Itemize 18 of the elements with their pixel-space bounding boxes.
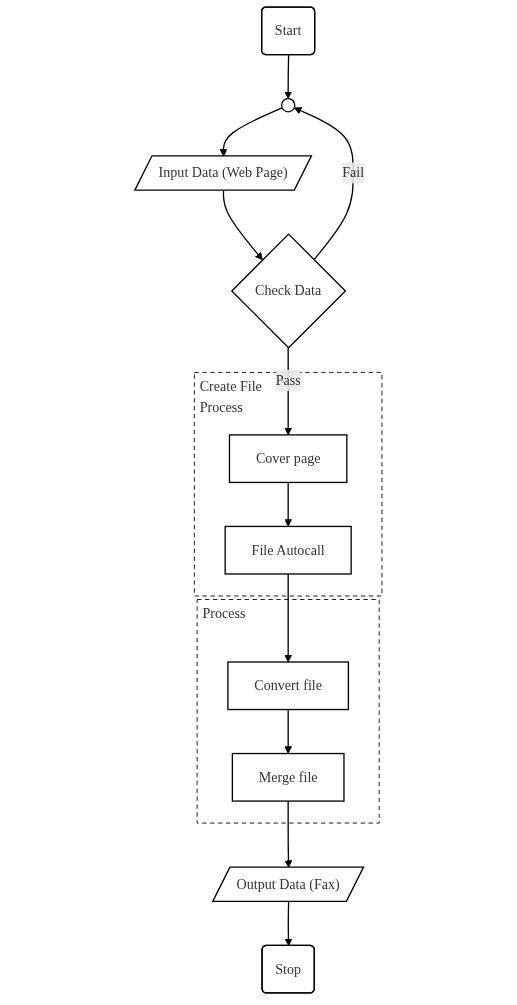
node-box: Cover page (228, 434, 348, 484)
node-label: Create File Process (199, 378, 262, 415)
edge-label: Pass (275, 372, 301, 388)
edge-label: Fail (342, 165, 365, 181)
arrow (284, 54, 293, 99)
arrow (284, 800, 293, 868)
node-box: File Autocall (224, 525, 352, 575)
node-box: Merge file (231, 752, 345, 802)
arrow (284, 481, 293, 527)
node-circle (281, 97, 296, 113)
node-box: Convert file (227, 661, 350, 711)
arrow (284, 573, 293, 663)
node-diamond: Check Data (230, 233, 347, 349)
cluster (196, 599, 380, 824)
arrow (284, 901, 293, 947)
arrow (293, 107, 354, 261)
arrow (284, 708, 293, 754)
node-label: Process (202, 605, 246, 621)
